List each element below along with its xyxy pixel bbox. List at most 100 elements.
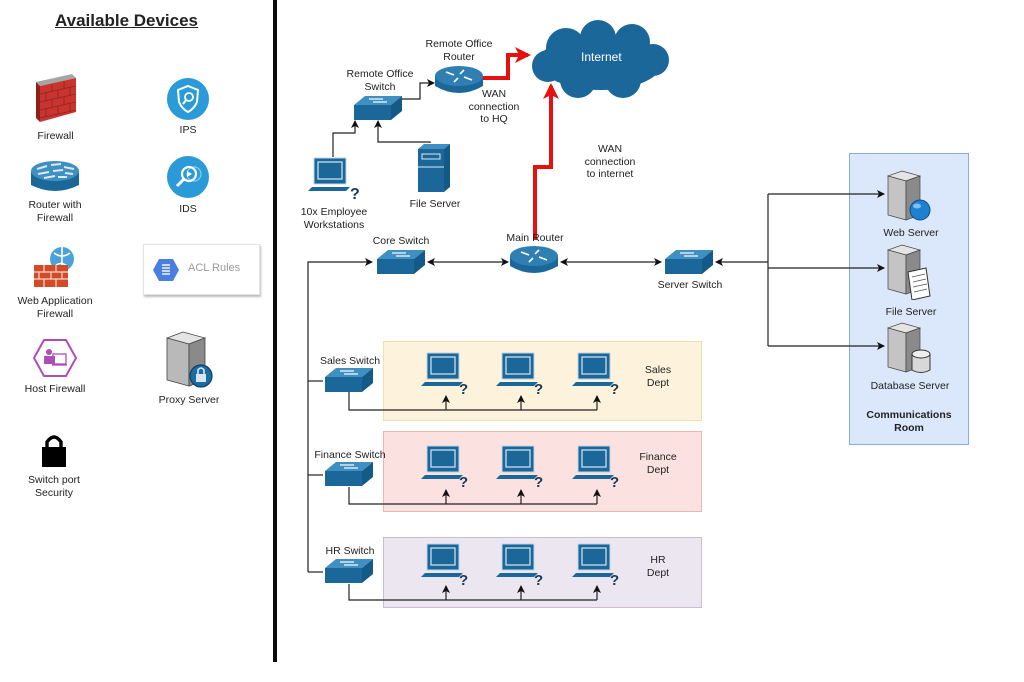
sales-dept-label: Sales Dept (630, 364, 686, 389)
label-line: WAN (597, 143, 623, 155)
file-server-icon[interactable] (884, 244, 934, 300)
core-switch-icon[interactable] (376, 249, 426, 275)
core-switch-label: Core Switch (372, 235, 430, 247)
communications-room-label: Communications Room (860, 409, 958, 434)
device-waf-label: Web Application Firewall (12, 295, 98, 320)
label-line: Switch port (28, 474, 80, 486)
svg-text:?: ? (459, 381, 468, 396)
remote-file-server-label: File Server (409, 198, 461, 210)
sales-workstation-icon[interactable]: ? (419, 352, 475, 396)
finance-switch-icon[interactable] (324, 461, 374, 487)
hexagon-user-icon (33, 339, 77, 377)
label-line: 10x Employee (300, 206, 368, 218)
database-server-icon[interactable] (884, 322, 934, 374)
hr-workstation-icon[interactable]: ? (570, 543, 626, 587)
label-line: Sales (644, 364, 672, 376)
link-hr-bus (348, 584, 597, 601)
remote-office-router-icon[interactable] (434, 64, 484, 98)
label-line: HR (650, 554, 666, 566)
label-line: connection (584, 155, 636, 168)
svg-text:?: ? (610, 381, 619, 396)
link-trunk-core (307, 258, 373, 572)
main-router-label: Main Router (506, 232, 564, 244)
finance-switch-label: Finance Switch (314, 449, 386, 461)
hr-dept-label: HR Dept (630, 554, 686, 579)
device-acl-rules[interactable]: ACL Rules (143, 244, 260, 295)
device-router-firewall[interactable]: Router with Firewall (20, 155, 90, 225)
server-switch-icon[interactable] (664, 249, 714, 275)
hr-switch-icon[interactable] (324, 558, 374, 584)
link-remote-switch-router (400, 79, 435, 100)
shield-search-icon (167, 78, 209, 120)
magnifier-icon (167, 156, 209, 198)
device-proxy-server-label: Proxy Server (158, 394, 220, 406)
finance-workstation-icon[interactable]: ? (494, 445, 550, 489)
sales-switch-icon[interactable] (324, 367, 374, 393)
hexagon-list-icon (153, 259, 179, 281)
server-lock-icon (165, 331, 213, 388)
device-ids[interactable]: IDS (162, 155, 214, 217)
wan-link-hq (483, 47, 531, 80)
label-line: Router (443, 50, 475, 63)
link-sales-bus (348, 392, 597, 411)
hr-workstation-icon[interactable]: ? (494, 543, 550, 587)
label-line: Finance (639, 451, 677, 463)
svg-text:?: ? (534, 474, 543, 489)
label-line: Dept (646, 566, 670, 579)
file-server-label: File Server (885, 306, 937, 318)
label-line: WAN (481, 88, 507, 100)
hr-workstation-icon[interactable]: ? (419, 543, 475, 587)
database-server-label: Database Server (870, 380, 950, 392)
device-host-firewall[interactable]: Host Firewall (20, 338, 90, 398)
available-devices-title: Available Devices (55, 11, 199, 30)
device-proxy-server[interactable]: Proxy Server (155, 330, 223, 410)
internet-cloud-icon (532, 20, 669, 98)
finance-dept-label: Finance Dept (630, 451, 686, 476)
svg-text:?: ? (350, 186, 360, 201)
device-router-firewall-label: Router with Firewall (20, 199, 90, 224)
svg-text:?: ? (534, 381, 543, 396)
svg-text:?: ? (534, 572, 543, 587)
hr-switch-label: HR Switch (325, 545, 375, 557)
svg-text:?: ? (610, 474, 619, 489)
device-ips[interactable]: IPS (162, 77, 214, 137)
device-ips-label: IPS (179, 124, 197, 136)
label-line: to HQ (480, 113, 508, 125)
svg-text:?: ? (459, 572, 468, 587)
label-line: Dept (646, 463, 670, 476)
remote-file-server-icon[interactable] (416, 143, 452, 193)
wan-link-internet (533, 83, 559, 240)
label-line: Web Application (17, 295, 93, 307)
wan-hq-label: WAN connection to HQ (462, 88, 526, 126)
remote-workstations-label: 10x Employee Workstations (296, 206, 372, 231)
finance-workstation-icon[interactable]: ? (570, 445, 626, 489)
brick-firewall-icon (36, 74, 77, 122)
device-waf[interactable]: Web Application Firewall (12, 245, 98, 320)
sales-workstation-icon[interactable]: ? (570, 352, 626, 396)
device-switch-port-security[interactable]: Switch port Security (22, 432, 86, 502)
label-line: Firewall (36, 307, 74, 320)
sales-switch-label: Sales Switch (319, 355, 381, 367)
web-server-icon[interactable] (884, 170, 934, 222)
device-switch-port-security-label: Switch port Security (22, 474, 86, 499)
acl-rules-label: ACL Rules (188, 262, 241, 274)
remote-workstation-icon[interactable]: ? (306, 157, 362, 201)
svg-text:?: ? (610, 572, 619, 587)
finance-workstation-icon[interactable]: ? (419, 445, 475, 489)
device-firewall[interactable]: Firewall (28, 70, 83, 145)
link-fileserver-remote-switch (374, 120, 431, 143)
svg-text:?: ? (459, 474, 468, 489)
device-ids-label: IDS (179, 203, 197, 215)
label-line: Remote Office (425, 38, 493, 50)
label-line: Security (35, 486, 73, 499)
panel-divider (273, 0, 277, 662)
router-firewall-icon (31, 161, 79, 191)
label-line: Workstations (303, 218, 365, 231)
main-router-icon[interactable] (509, 244, 559, 278)
sales-workstation-icon[interactable]: ? (494, 352, 550, 396)
padlock-icon (42, 435, 66, 467)
link-workstations-remote-switch (332, 120, 359, 157)
remote-office-switch-icon[interactable] (353, 95, 403, 121)
label-line: to internet (586, 168, 634, 180)
